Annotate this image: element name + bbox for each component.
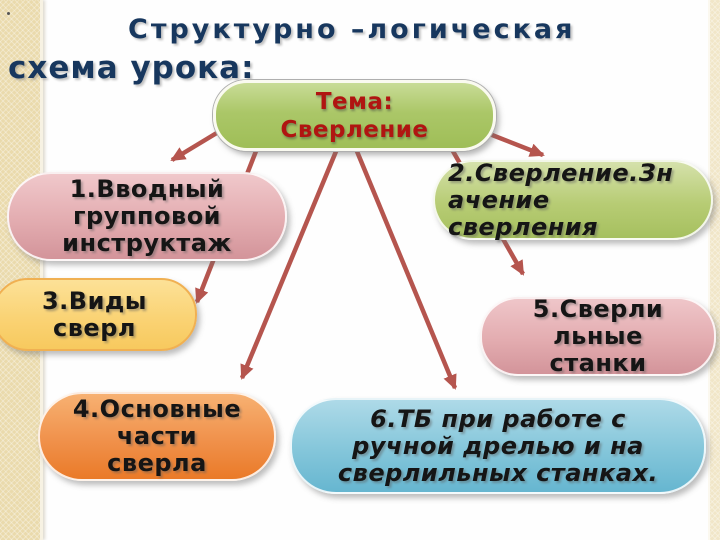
arrow-topic-to-node-2: [486, 130, 545, 158]
diagram-topic-node: Тема: Сверление: [213, 80, 496, 151]
slide-title-line1: Структурно –логическая: [128, 14, 576, 45]
diagram-node-drill-parts: 4.Основные части сверла: [38, 392, 276, 481]
arrow-topic-to-node-4: [239, 148, 340, 380]
topic-label: Тема: Сверление: [280, 88, 429, 143]
diagram-node-safety: 6.ТБ при работе с ручной дрелью и на све…: [290, 398, 706, 494]
diagram-node-drill-types: 3.Виды сверл: [0, 278, 197, 351]
arrow-topic-to-node-6: [353, 148, 458, 390]
left-texture-stripe: [0, 0, 43, 540]
node-1-label: 1.Вводный групповой инструктаж: [62, 175, 232, 257]
arrow-topic-to-node-1: [170, 126, 227, 162]
node-6-label: 6.ТБ при работе с ручной дрелью и на све…: [337, 404, 659, 487]
corner-dot-artifact: [7, 12, 10, 15]
node-2-label: 2.Сверление.Зн ачение сверления: [448, 158, 674, 241]
node-4-label: 4.Основные части сверла: [72, 395, 242, 477]
diagram-node-drilling-machines: 5.Сверли льные станки: [480, 295, 716, 377]
diagram-node-drilling-meaning: 2.Сверление.Зн ачение сверления: [433, 158, 713, 241]
node-5-label: 5.Сверли льные станки: [532, 295, 664, 377]
slide-title-line2: схема урока:: [8, 50, 255, 86]
right-texture-stripe: [708, 0, 720, 540]
node-3-label: 3.Виды сверл: [41, 286, 147, 342]
diagram-node-intro-briefing: 1.Вводный групповой инструктаж: [7, 172, 287, 261]
